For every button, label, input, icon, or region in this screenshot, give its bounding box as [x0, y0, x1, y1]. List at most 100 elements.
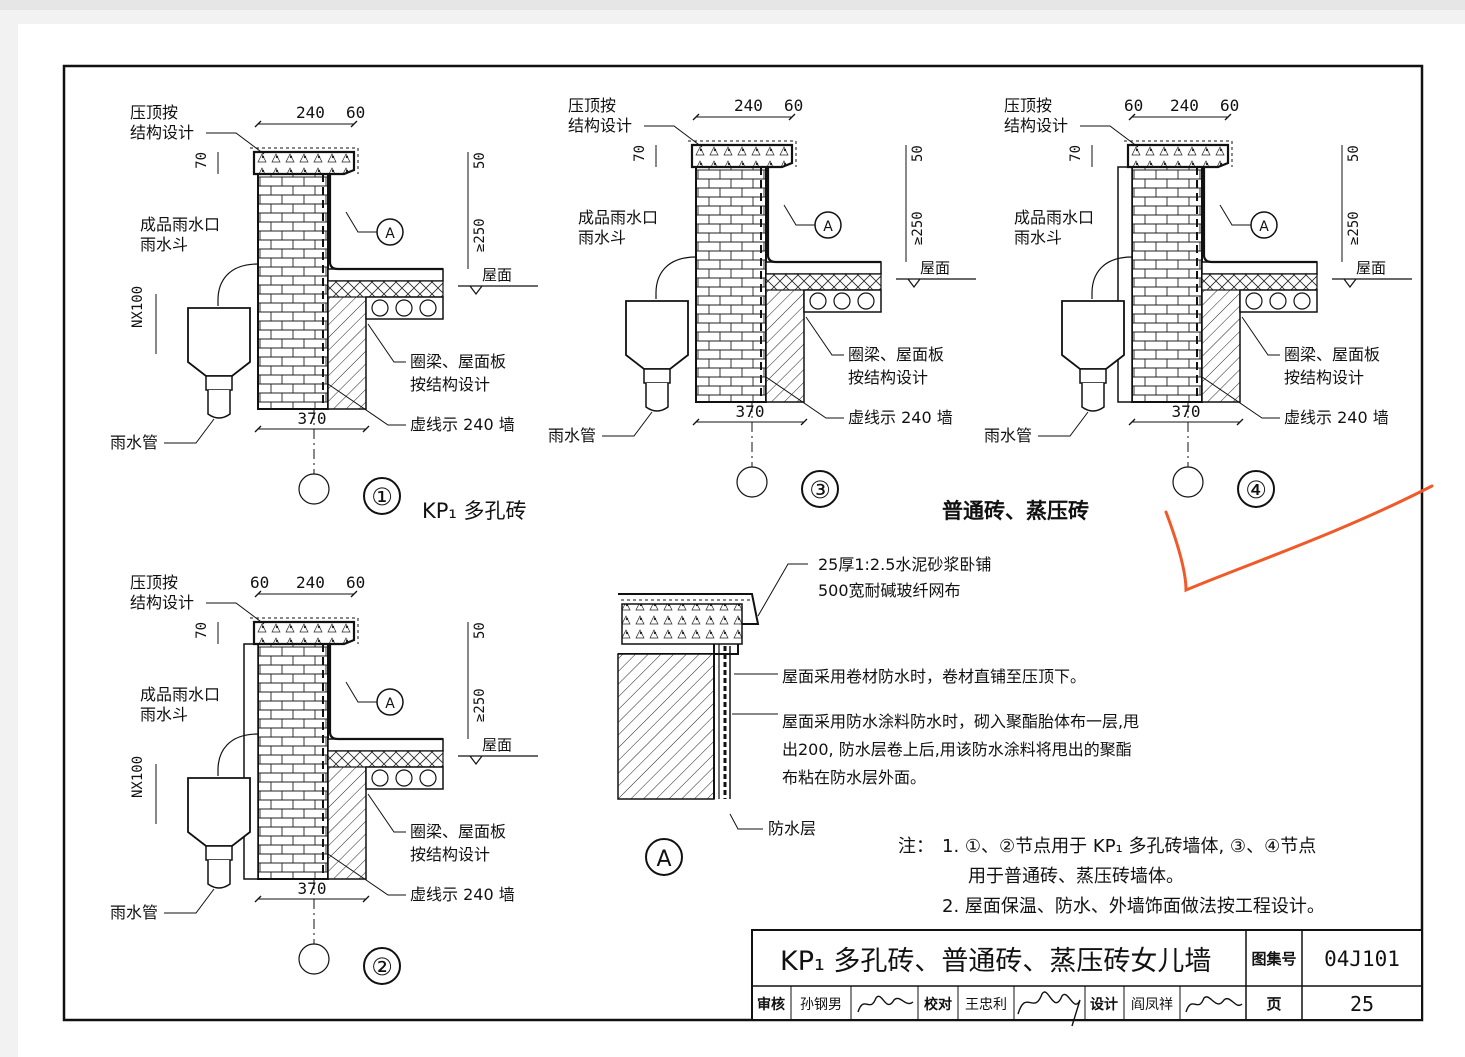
- label-coping-2: 结构设计: [130, 593, 194, 612]
- outlet-pipe: [1091, 256, 1133, 299]
- title-block: KP₁ 多孔砖、普通砖、蒸压砖女儿墙 图集号 04J101 页 25 审核 孙钢…: [751, 929, 1423, 1027]
- roof-label: 屋面: [1356, 259, 1386, 277]
- axis-bubble: [298, 943, 330, 975]
- coping: [1126, 143, 1230, 169]
- detail-a-note-3a: 屋面采用防水涂料防水时，砌入聚酯胎体布一层,甩: [782, 712, 1139, 731]
- notes-line-3: 2. 屋面保温、防水、外墙饰面做法按工程设计。: [942, 896, 1325, 917]
- downpipe: [1081, 383, 1105, 412]
- dim-50: 50: [910, 145, 926, 162]
- roof-screed: [1201, 261, 1318, 275]
- roof-insulation: [327, 750, 444, 768]
- label-beam-leader: [367, 323, 406, 363]
- callout-a-leader: [1219, 204, 1251, 226]
- detail-a-note-1a: 25厚1:2.5水泥砂浆卧铺: [818, 555, 991, 574]
- label-pipe-leader: [164, 418, 215, 444]
- roof-label: 屋面: [482, 266, 512, 284]
- waterproof-layer: [328, 644, 443, 741]
- bottom-dim-text: 370: [298, 879, 327, 898]
- label-dashed-leader: [765, 376, 844, 419]
- waterproof-layer: [1202, 167, 1317, 264]
- label-outlet-1: 成品雨水口: [140, 685, 220, 704]
- top-dim-text: 240: [1170, 96, 1199, 115]
- callout-a-leader: [345, 681, 377, 703]
- slab-core: [809, 292, 827, 310]
- dim-250: ≥250: [910, 211, 926, 245]
- label-coping-leader: [644, 125, 703, 148]
- rain-hopper: [187, 307, 251, 377]
- top-dim-text: 60: [1124, 96, 1143, 115]
- concrete-beam: [327, 763, 367, 880]
- label-outlet-2: 雨水斗: [140, 235, 188, 254]
- concrete-beam: [1201, 286, 1241, 403]
- label-beam-1: 圈梁、屋面板: [848, 345, 944, 364]
- label-coping-leader: [1080, 125, 1139, 148]
- slab-core: [857, 292, 875, 310]
- sheet-title: KP₁ 多孔砖、普通砖、蒸压砖女儿墙: [780, 946, 1211, 977]
- downpipe: [207, 390, 231, 419]
- outer-leaf: [243, 643, 259, 880]
- callout-a-leader: [345, 211, 377, 233]
- hopper-neck: [205, 375, 233, 391]
- check-label: 校对: [924, 996, 952, 1013]
- outlet-pipe: [217, 263, 259, 306]
- label-dashed-leader: [327, 383, 406, 426]
- detail-a-note-3c: 布粘在防水层外面。: [782, 768, 926, 787]
- slab-core: [1293, 292, 1311, 310]
- designer-signature: [1185, 996, 1243, 1013]
- label-pipe: 雨水管: [110, 903, 158, 922]
- dim-250: ≥250: [472, 688, 488, 722]
- rain-hopper: [187, 777, 251, 847]
- detail-a-note-3b: 出200, 防水层卷上后,用该防水涂料将甩出的聚酯: [782, 740, 1132, 759]
- label-outlet-1: 成品雨水口: [140, 215, 220, 234]
- label-coping-1: 压顶按: [130, 103, 178, 122]
- detail-a: A 25厚1:2.5水泥砂浆卧铺 500宽耐碱玻纤网布 屋面采用卷材防水时，卷材…: [617, 555, 1139, 876]
- roof-level-mark: [458, 755, 538, 765]
- label-coping-2: 结构设计: [568, 116, 632, 135]
- label-pipe-leader: [164, 888, 215, 914]
- top-dim-text: 60: [346, 103, 365, 122]
- label-pipe-leader: [602, 411, 653, 437]
- label-beam-2: 按结构设计: [410, 845, 490, 864]
- rain-hopper: [625, 300, 689, 370]
- coping: [252, 620, 356, 646]
- roof-insulation: [765, 273, 882, 291]
- slab-core: [371, 769, 389, 787]
- label-coping-1: 压顶按: [1004, 96, 1052, 115]
- bottom-dim-text: 370: [736, 402, 765, 421]
- concrete-beam: [327, 293, 367, 410]
- detail-number: ③: [809, 476, 831, 504]
- outlet-pipe: [655, 256, 697, 299]
- notes-line-2: 用于普通砖、蒸压砖墙体。: [968, 866, 1184, 887]
- bottom-dim-text: 370: [1172, 402, 1201, 421]
- label-coping-leader: [206, 602, 265, 625]
- axis-bubble: [1172, 466, 1204, 498]
- callout-a-label: A: [385, 696, 395, 712]
- roof-label: 屋面: [482, 736, 512, 754]
- dim-50: 50: [1346, 145, 1362, 162]
- label-beam-leader: [1241, 316, 1280, 356]
- label-pipe: 雨水管: [984, 426, 1032, 445]
- dim-70: 70: [194, 152, 210, 169]
- dim-70: 70: [194, 622, 210, 639]
- checker-name: 王忠利: [965, 997, 1007, 1013]
- waterproof-layer: [766, 167, 881, 264]
- coping-mesh: [250, 617, 359, 644]
- brick-wall: [257, 643, 329, 880]
- dim-70: 70: [632, 145, 648, 162]
- label-dashed: 虚线示 240 墙: [1284, 408, 1389, 427]
- sheet-border: [62, 64, 1424, 1022]
- top-dim-text: 240: [734, 96, 763, 115]
- detail-number-circle: [363, 947, 401, 985]
- dim-250: ≥250: [1346, 211, 1362, 245]
- notes-line-1: 1. ①、②节点用于 KP₁ 多孔砖墙体, ③、④节点: [942, 836, 1316, 857]
- coping: [690, 143, 794, 169]
- dim-50: 50: [472, 152, 488, 169]
- hopper-neck: [1079, 368, 1107, 384]
- callout-a-label: A: [823, 219, 833, 235]
- label-beam-1: 圈梁、屋面板: [410, 352, 506, 371]
- label-dashed-leader: [1201, 376, 1280, 419]
- coping-mesh: [688, 140, 797, 167]
- label-beam-2: 按结构设计: [848, 368, 928, 387]
- group-label-common: 普通砖、蒸压砖: [942, 499, 1089, 523]
